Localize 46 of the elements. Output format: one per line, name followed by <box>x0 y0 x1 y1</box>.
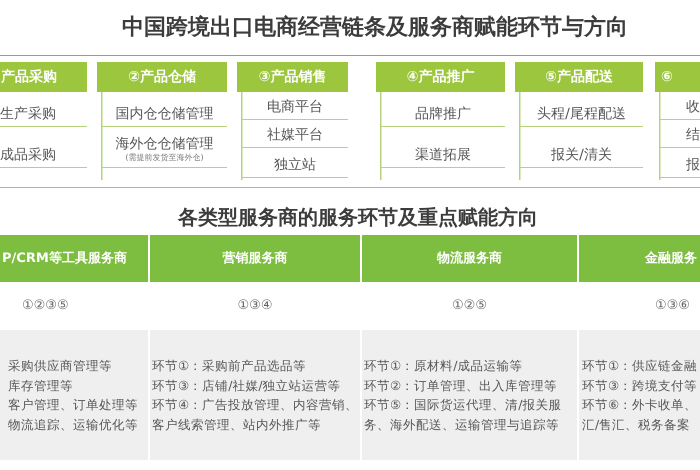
step-header: ③产品销售 <box>237 62 348 92</box>
item-text: 收 <box>686 98 700 116</box>
item-text: 报关/清关 <box>551 146 612 164</box>
service-text: 物流追踪、运输优化等 <box>8 416 139 434</box>
service-text: 客户管理、订单处理等 <box>8 396 139 414</box>
item-text: 结 <box>686 126 700 144</box>
diagram-title: 中国跨境出口电商经营链条及服务商赋能环节与方向 <box>122 14 628 42</box>
item-text: 品牌推广 <box>415 105 471 123</box>
item-text: 电商平台 <box>267 98 323 116</box>
column-header: P/CRM等工具服务商 <box>0 235 148 282</box>
step-numbers: ①②③⑤ <box>22 297 69 315</box>
step-header: ⑥ <box>655 62 700 92</box>
column-header: 营销服务商 <box>150 235 360 282</box>
item-text: 报 <box>686 156 700 174</box>
item-text: 渠道拓展 <box>415 146 471 164</box>
item-text: 成品采购 <box>0 146 56 164</box>
note-text: (需提前发货至海外仓) <box>125 153 204 163</box>
step-header: ②产品仓储 <box>97 62 227 92</box>
service-text: 环节③：跨境支付等 <box>582 376 698 394</box>
item-text: 海外仓仓储管理 <box>116 135 214 153</box>
service-text: 环节①：原材料/成品运输等 <box>364 357 524 375</box>
step-numbers: ①②⑤ <box>452 297 487 315</box>
service-text: 环节②：订单管理、出入库管理等 <box>364 376 558 394</box>
step-header: ⑤产品配送 <box>515 62 643 92</box>
service-text: 环节⑥：外卡收单、 <box>582 396 698 414</box>
item-text: 头程/尾程配送 <box>537 105 626 123</box>
service-text: 环节①：采购前产品选品等 <box>152 357 308 375</box>
service-text: 环节④：广告投放管理、内容营销、客户线索管理、站内外推广等 <box>152 396 360 434</box>
step-header: ④产品推广 <box>376 62 505 92</box>
service-text: 库存管理等 <box>8 376 74 394</box>
step-numbers: ①③⑥ <box>655 297 690 315</box>
service-text: 环节⑤：国际货运代理、清/报关服务、海外配送、运输管理与追踪等 <box>364 396 562 434</box>
section-title: 各类型服务商的服务环节及重点赋能方向 <box>178 204 538 231</box>
item-text: 国内仓仓储管理 <box>116 105 214 123</box>
service-text: 汇/售汇、税务备案 <box>582 416 692 434</box>
column-header: 物流服务商 <box>362 235 577 282</box>
service-text: 采购供应商管理等 <box>8 357 113 375</box>
service-text: 环节③：店铺/社媒/独立站运营等 <box>152 376 342 394</box>
step-header: 产品采购 <box>0 62 87 92</box>
step-numbers: ①③④ <box>238 297 272 315</box>
step-column <box>655 62 700 180</box>
item-text: 独立站 <box>274 156 316 174</box>
column-header: 金融服务 <box>579 235 700 282</box>
item-text: 社媒平台 <box>267 126 323 144</box>
service-text: 环节①：供应链金融 <box>582 357 698 375</box>
item-text: 生产采购 <box>0 105 56 123</box>
